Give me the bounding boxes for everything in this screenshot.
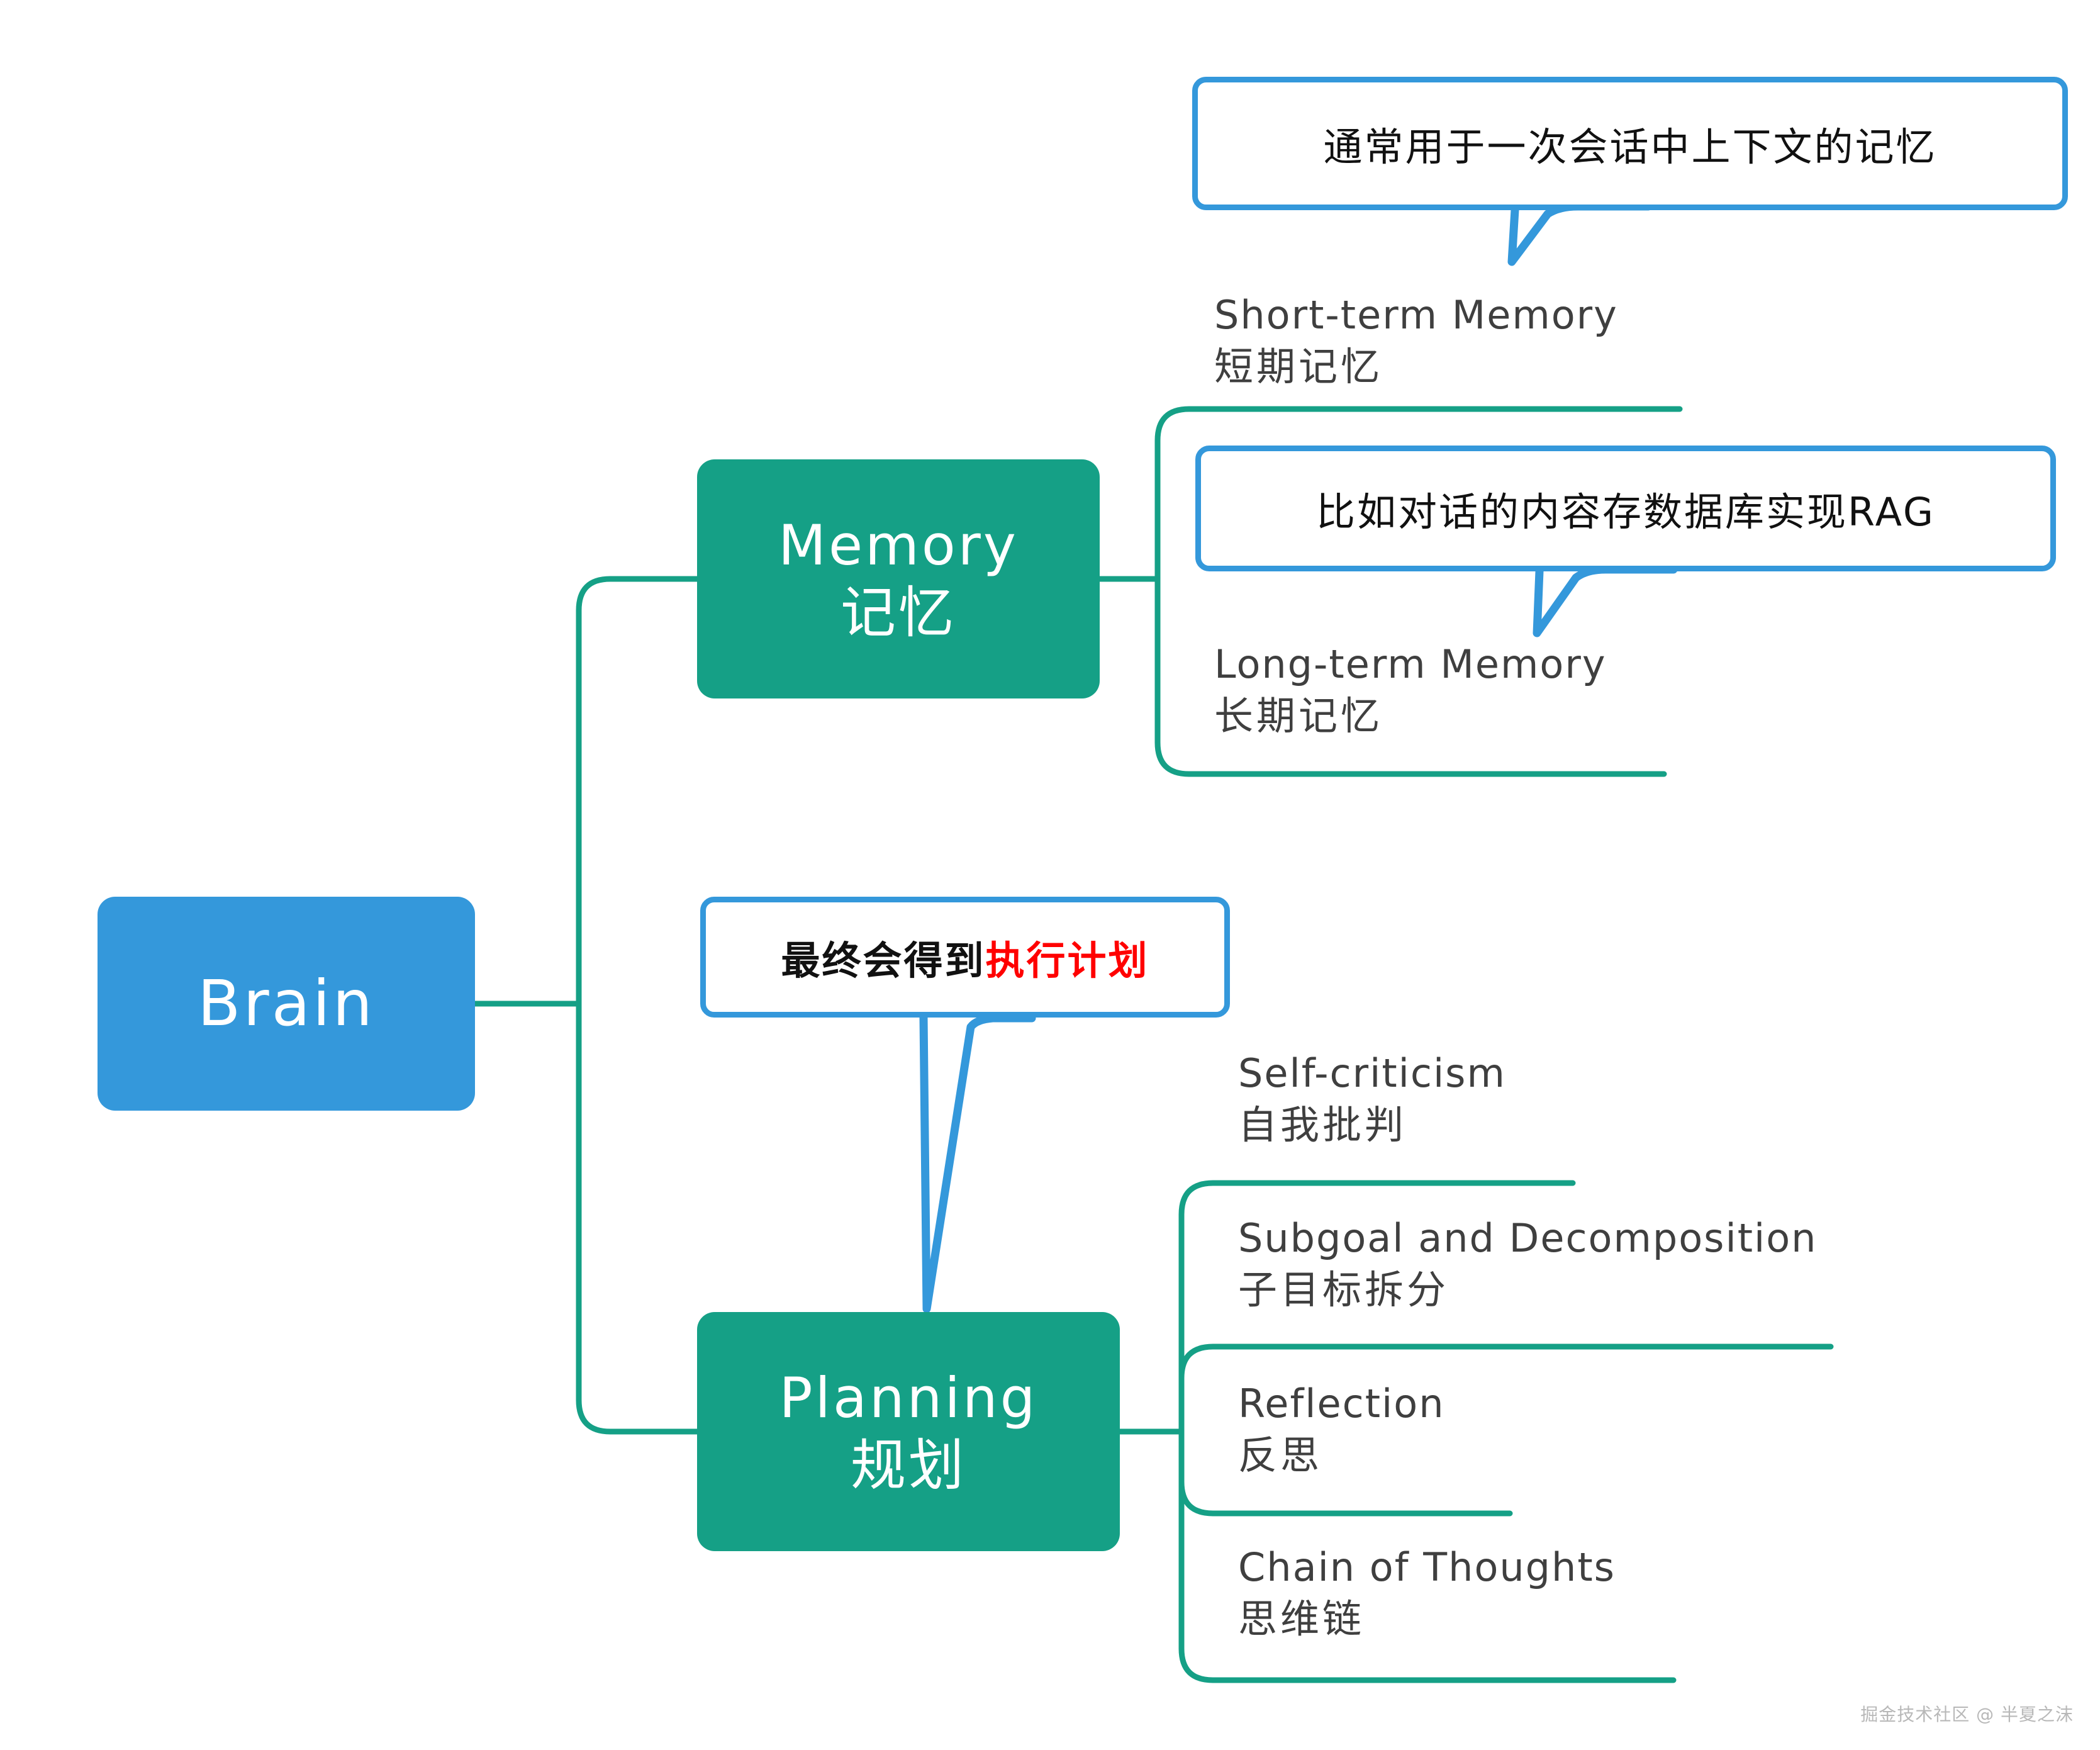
connector-planning-cot xyxy=(1178,1428,1677,1683)
callout-planning-outcome[interactable]: 最终会得到执行计划 xyxy=(700,897,1230,1018)
callout-tail-short-term xyxy=(1507,202,1653,266)
leaf-long-term-memory-zh: 长期记忆 xyxy=(1214,692,1383,739)
leaf-short-term-memory-zh: 短期记忆 xyxy=(1214,343,1383,390)
node-planning-label-en: Planning xyxy=(779,1365,1038,1430)
connector-trunk-memory xyxy=(576,576,700,1007)
node-memory-label-zh: 记忆 xyxy=(840,580,956,645)
connector-memory-shortterm xyxy=(1154,406,1683,582)
node-brain-label: Brain xyxy=(197,967,376,1040)
node-planning[interactable]: Planning 规划 xyxy=(697,1312,1120,1551)
leaf-short-term-memory[interactable]: Short-term Memory 短期记忆 xyxy=(1214,289,1618,393)
callout-tail-planning xyxy=(919,1013,1036,1313)
callout-short-term-memory-text: 通常用于一次会话中上下文的记忆 xyxy=(1323,124,1937,170)
callout-planning-outcome-prefix: 最终会得到 xyxy=(781,938,986,984)
leaf-long-term-memory-en: Long-term Memory xyxy=(1214,641,1607,687)
leaf-self-criticism[interactable]: Self-criticism 自我批判 xyxy=(1238,1048,1506,1151)
node-brain[interactable]: Brain xyxy=(98,897,475,1111)
node-planning-label-zh: 规划 xyxy=(850,1433,966,1498)
leaf-chain-of-thoughts-en: Chain of Thoughts xyxy=(1238,1544,1616,1590)
watermark: 掘金技术社区 @ 半夏之沫 xyxy=(1860,1704,2074,1725)
connector-planning-self xyxy=(1178,1180,1576,1435)
callout-planning-outcome-highlight: 执行计划 xyxy=(985,938,1149,984)
leaf-long-term-memory[interactable]: Long-term Memory 长期记忆 xyxy=(1214,639,1607,742)
leaf-reflection-zh: 反思 xyxy=(1238,1432,1323,1478)
node-memory[interactable]: Memory 记忆 xyxy=(697,459,1100,698)
connector-memory-longterm xyxy=(1154,576,1667,777)
callout-long-term-memory-text: 比如对话的内容存数据库实现RAG xyxy=(1316,489,1935,535)
leaf-subgoal-decomposition[interactable]: Subgoal and Decomposition 子目标拆分 xyxy=(1238,1213,1817,1316)
leaf-subgoal-decomposition-en: Subgoal and Decomposition xyxy=(1238,1215,1818,1261)
callout-short-term-memory[interactable]: 通常用于一次会话中上下文的记忆 xyxy=(1192,77,2068,210)
leaf-self-criticism-zh: 自我批判 xyxy=(1238,1101,1407,1148)
leaf-self-criticism-en: Self-criticism xyxy=(1238,1050,1506,1096)
leaf-reflection[interactable]: Reflection 反思 xyxy=(1238,1378,1445,1481)
leaf-subgoal-decomposition-zh: 子目标拆分 xyxy=(1238,1266,1449,1313)
callout-tail-long-term xyxy=(1533,565,1678,637)
leaf-short-term-memory-en: Short-term Memory xyxy=(1214,292,1618,338)
connector-planning-subgoal xyxy=(1178,1343,1834,1435)
node-memory-label-en: Memory xyxy=(778,512,1019,578)
leaf-chain-of-thoughts-zh: 思维链 xyxy=(1238,1595,1365,1642)
leaf-reflection-en: Reflection xyxy=(1238,1381,1445,1427)
callout-long-term-memory[interactable]: 比如对话的内容存数据库实现RAG xyxy=(1195,446,2056,571)
leaf-chain-of-thoughts[interactable]: Chain of Thoughts 思维链 xyxy=(1238,1542,1616,1645)
connector-trunk-planning xyxy=(576,1001,700,1435)
